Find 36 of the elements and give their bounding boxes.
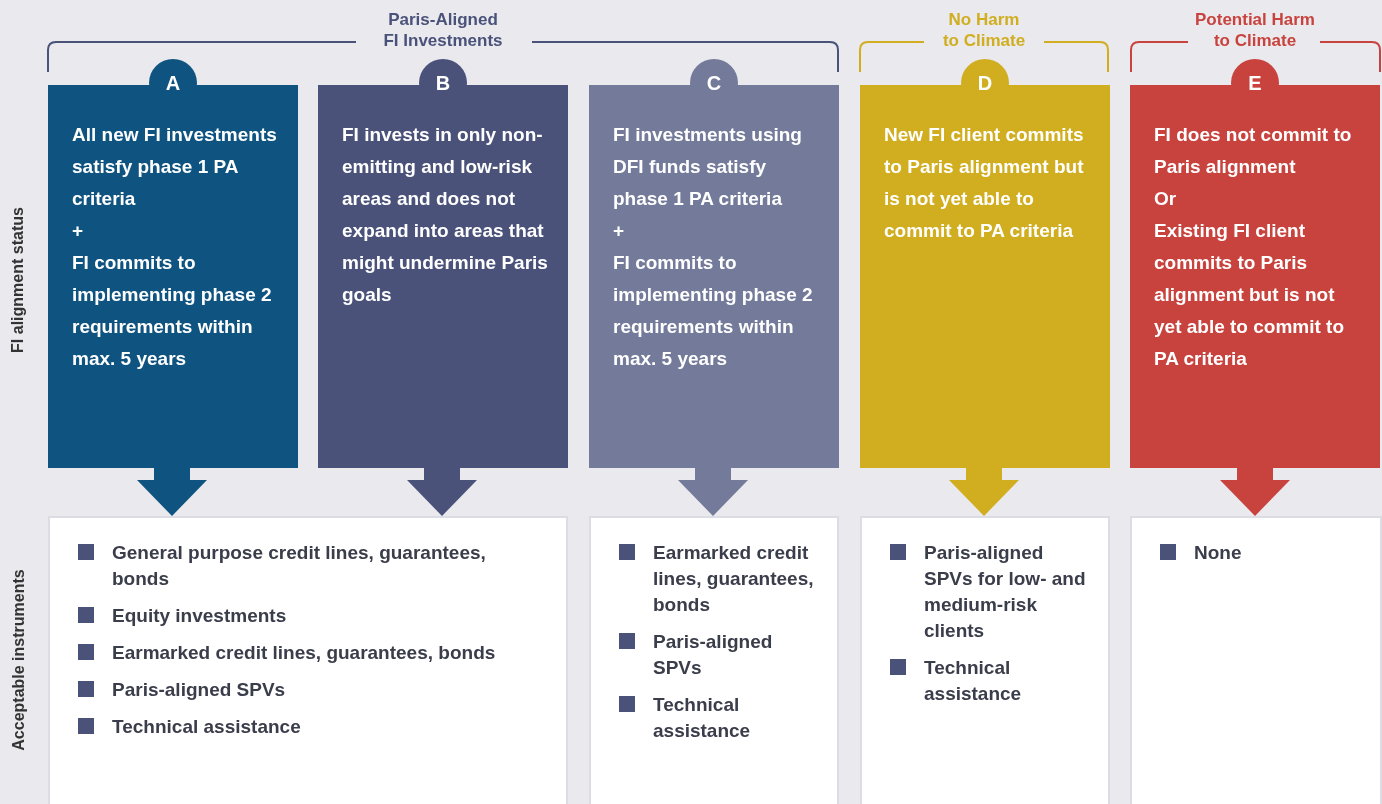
list-item: Technical assistance — [924, 656, 1023, 706]
axis-label: Acceptable instruments — [9, 569, 28, 751]
status-text: FI commits to implementing phase 2 requirements within max. 5 years — [72, 251, 273, 371]
status-text: Or — [1154, 187, 1178, 211]
status-text: + — [72, 219, 85, 243]
group-title: No Harm to Climate — [941, 9, 1027, 51]
status-text: Existing FI client commits to Paris alignment but is not yet able to commit to PA criteria — [1154, 219, 1346, 371]
group-title: Paris-Aligned FI Investments — [382, 9, 504, 51]
status-text: FI investments using DFI funds satisfy phase 1 PA criteria — [613, 123, 803, 211]
list-item: Paris-aligned SPVs — [112, 678, 286, 702]
list-item: Paris-aligned SPVs for low- and medium-risk clients — [924, 541, 1087, 643]
arrow — [137, 468, 207, 516]
instrument-panel — [860, 516, 1110, 804]
list-item: Technical assistance — [653, 693, 752, 743]
arrow — [407, 468, 477, 516]
list-item: Equity investments — [112, 604, 287, 628]
arrow — [678, 468, 748, 516]
status-text: FI does not commit to Paris alignment — [1154, 123, 1353, 179]
instrument-panel — [589, 516, 839, 804]
list-item: Technical assistance — [112, 715, 301, 739]
status-text: New FI client commits to Paris alignment but is not yet able to commit to PA criteria — [884, 123, 1085, 243]
list-item: Earmarked credit lines, guarantees, bonds — [112, 641, 496, 665]
list-item: None — [1194, 541, 1242, 565]
axis-label: FI alignment status — [8, 207, 27, 353]
arrow — [949, 468, 1019, 516]
arrow — [1220, 468, 1290, 516]
status-text: All new FI investments satisfy phase 1 PA criteria — [72, 123, 278, 211]
instrument-panel — [1130, 516, 1382, 804]
list-item: Earmarked credit lines, guarantees, bonds — [653, 541, 815, 617]
status-text: FI commits to implementing phase 2 requirements within max. 5 years — [613, 251, 814, 371]
list-item: Paris-aligned SPVs — [653, 630, 774, 680]
status-text: + — [613, 219, 626, 243]
instrument-panel — [48, 516, 568, 804]
status-text: FI invests in only non-emitting and low-risk areas and does not expand into areas that might undermine Paris goals — [342, 123, 549, 307]
group-title: Potential Harm to Climate — [1194, 9, 1316, 51]
list-item: General purpose credit lines, guarantees, bonds — [112, 541, 487, 591]
